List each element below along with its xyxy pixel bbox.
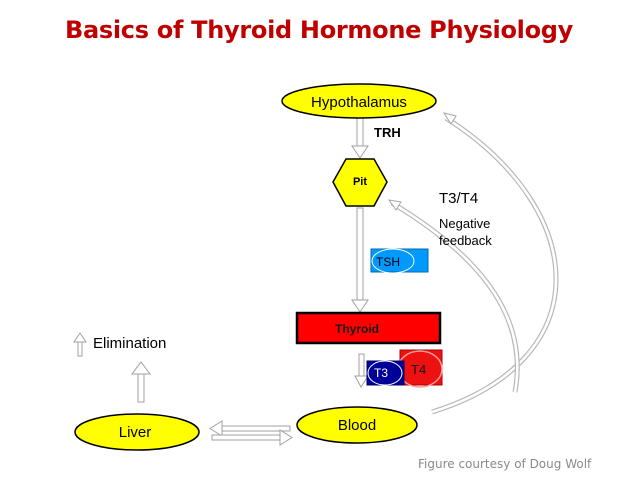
feedback-curve-outer	[431, 115, 559, 415]
elimination-up-arrow	[73, 332, 87, 357]
feedback-label: feedback	[439, 233, 492, 248]
pituitary-node	[332, 158, 388, 207]
tsh-label: TSH	[376, 255, 400, 269]
tsh-arrow	[351, 207, 369, 313]
blood-label: Blood	[337, 417, 377, 434]
thyroid-to-blood-arrow	[354, 353, 369, 388]
trh-arrow	[351, 117, 369, 159]
hypothalamus-label: Hypothalamus	[311, 94, 407, 111]
blood-to-liver-arrow	[209, 420, 291, 437]
elimination-label: Elimination	[93, 335, 167, 352]
t3-label: T3	[374, 366, 389, 380]
liver-node	[74, 413, 200, 451]
feedback-arrowhead-inner	[387, 199, 402, 211]
tsh-oval	[371, 248, 415, 274]
thyroid-label: Thyroid	[335, 322, 379, 336]
liver-label: Liver	[118, 424, 152, 441]
t3t4-label: T3/T4	[439, 190, 479, 207]
feedback-arrowhead-outer	[442, 112, 457, 125]
hypothalamus-node	[281, 83, 437, 119]
liver-to-blood-arrow	[211, 429, 293, 446]
thyroid-node	[295, 311, 442, 345]
page-title: Basics of Thyroid Hormone Physiology	[64, 16, 574, 44]
pituitary-label: Pit	[352, 176, 368, 188]
blood-node	[296, 406, 418, 444]
liver-to-elimination-arrow	[131, 361, 151, 403]
trh-label: TRH	[374, 125, 401, 140]
figure-credit: Figure courtesy of Doug Wolf	[418, 457, 592, 471]
t3-oval	[367, 360, 403, 386]
negative-label: Negative	[439, 216, 491, 231]
t4-label: T4	[411, 362, 427, 377]
